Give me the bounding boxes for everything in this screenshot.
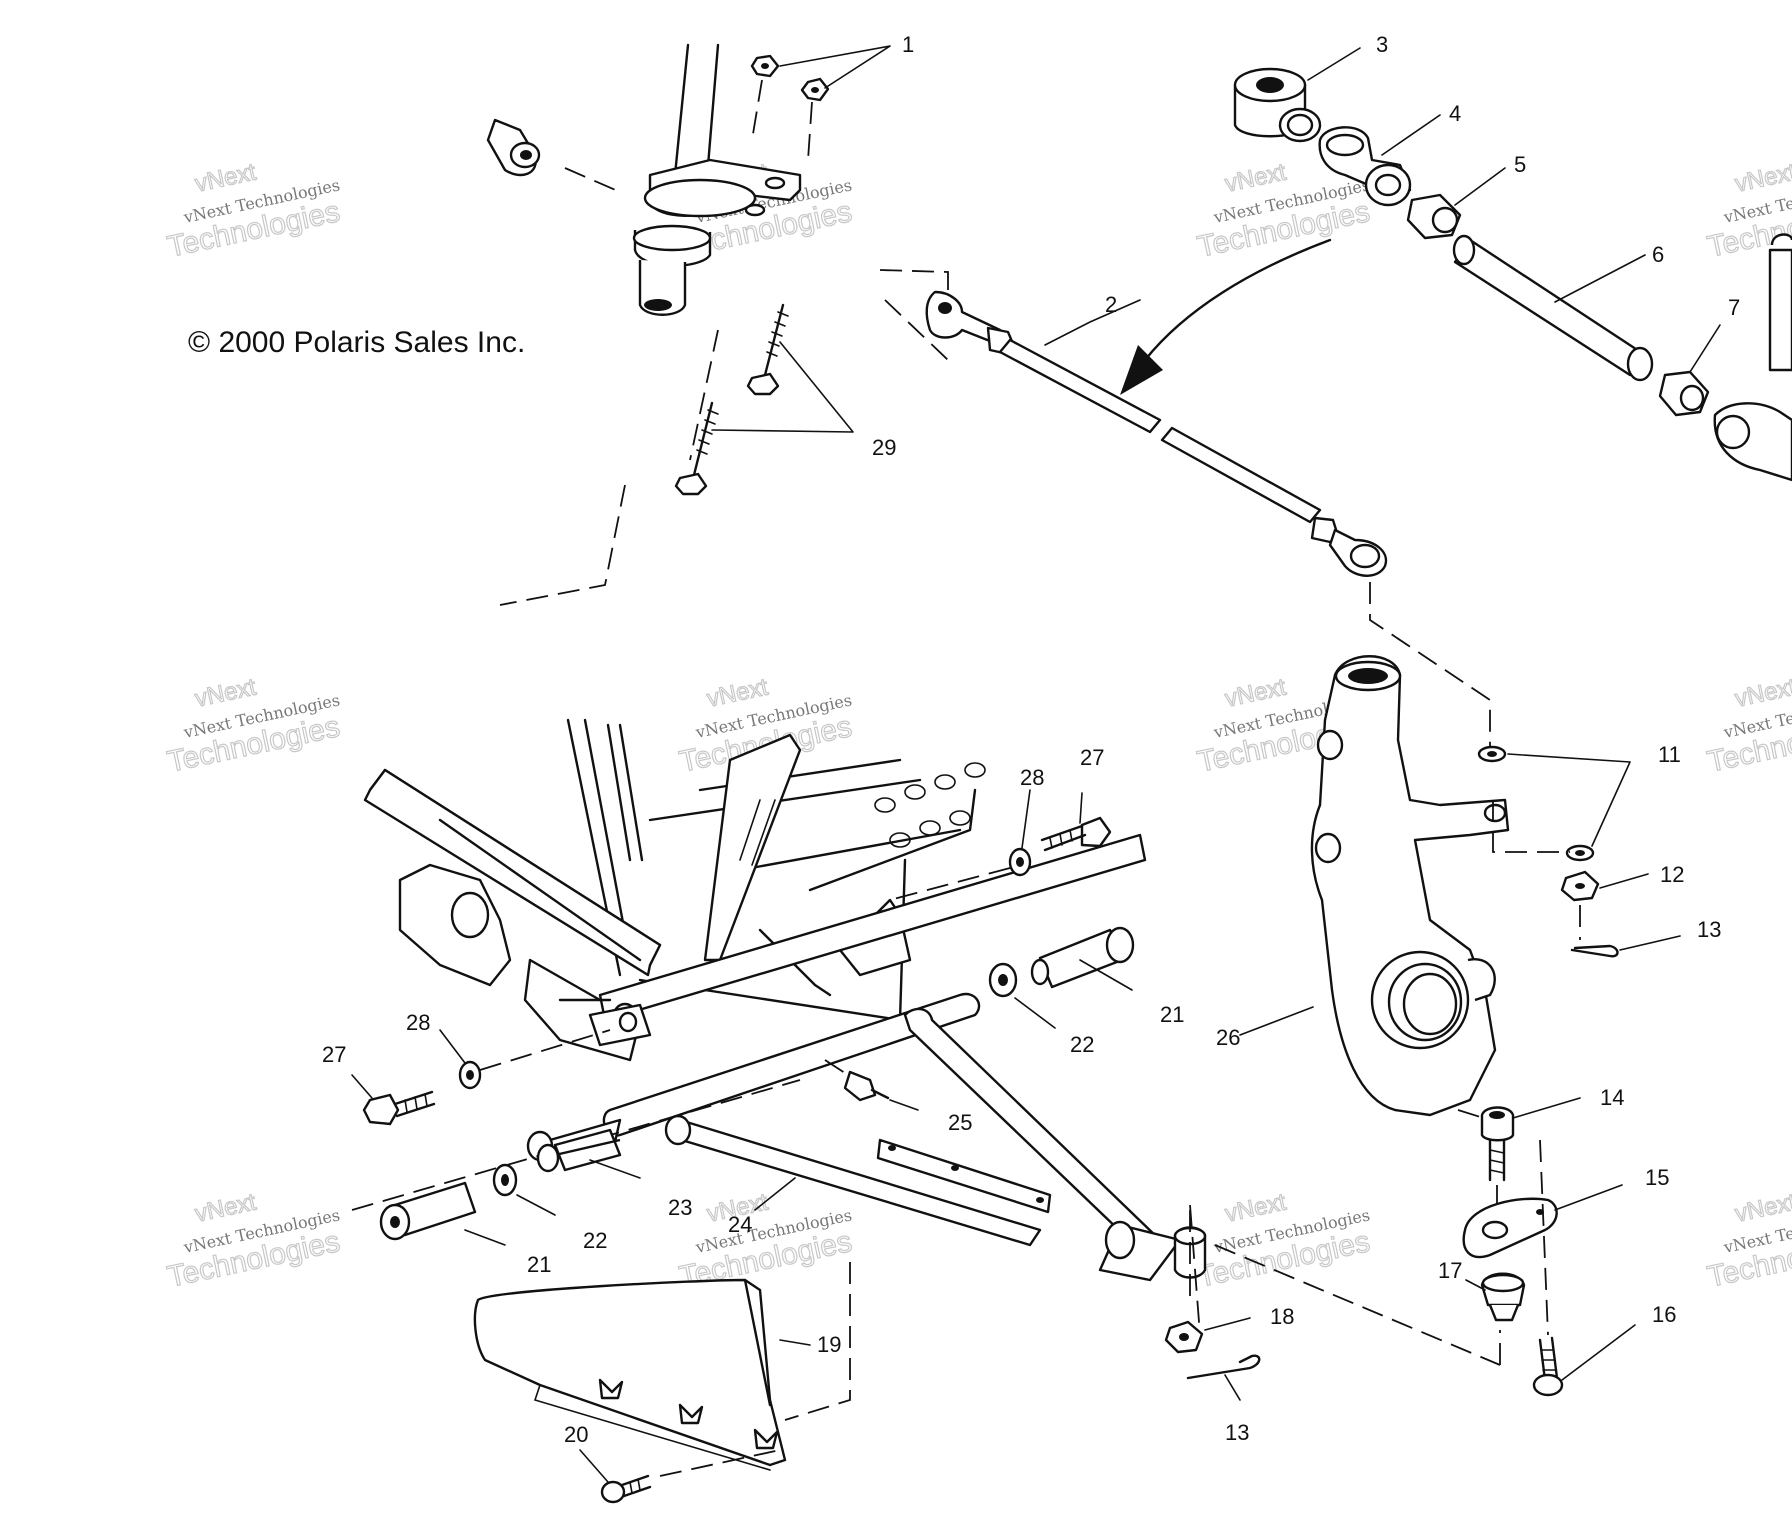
watermark: vNext vNext Technologies Technologies: [164, 673, 343, 779]
callout-labels: 1 2 3 4 5 6 7 11 12 13 13 14 15 16 17 18…: [322, 32, 1740, 1447]
jam-nut-item-7: [1658, 324, 1721, 417]
washers-item-11: [1477, 745, 1631, 862]
svg-text:vNext: vNext: [193, 159, 259, 198]
callout-2: 2: [1105, 292, 1117, 317]
bolt-item-20: [579, 1449, 781, 1504]
watermark: vNext vNext Technologies Technologies: [164, 158, 343, 264]
bushing-item-23: [536, 1128, 641, 1179]
washer-item-28-upper: [889, 789, 1032, 901]
tie-rod-item-2: [879, 269, 1491, 750]
callout-28-upper: 28: [1020, 765, 1044, 790]
callout-22-lower: 22: [583, 1228, 607, 1253]
nut-item-12: [1560, 870, 1649, 940]
skid-plate-item-19: [473, 1262, 851, 1471]
callout-25: 25: [948, 1110, 972, 1135]
cotter-pin-item-13-lower: [1186, 1354, 1261, 1401]
callout-21-upper: 21: [1160, 1002, 1184, 1027]
callout-4: 4: [1449, 101, 1461, 126]
direction-arrow: [1120, 238, 1332, 395]
bolts-item-29: [499, 303, 854, 606]
grease-fitting-item-25: [824, 1059, 919, 1111]
callout-18: 18: [1270, 1304, 1294, 1329]
callout-20: 20: [564, 1422, 588, 1447]
watermark: vNext vNext Technologies Technologies: [1704, 158, 1792, 264]
svg-text:vNext: vNext: [1733, 1189, 1792, 1228]
callout-29: 29: [872, 435, 896, 460]
callout-5: 5: [1514, 152, 1526, 177]
pivot-tube-item-21-upper: [1030, 926, 1135, 991]
watermark: vNext vNext Technologies Technologies: [164, 1188, 343, 1294]
callout-13-right: 13: [1697, 917, 1721, 942]
svg-text:vNext: vNext: [1223, 674, 1289, 713]
callout-12: 12: [1660, 862, 1684, 887]
bolt-item-16: [1532, 1324, 1636, 1397]
a-arm-item-24: [351, 992, 1501, 1366]
callout-19: 19: [817, 1332, 841, 1357]
washer-item-22-lower: [492, 1163, 556, 1216]
bolt-item-27-upper: [1040, 792, 1112, 852]
svg-text:vNext: vNext: [1223, 1189, 1289, 1228]
ball-joint-item-3: [1233, 47, 1361, 143]
svg-text:vNext: vNext: [193, 1189, 259, 1228]
callout-17: 17: [1438, 1258, 1462, 1283]
svg-text:vNext: vNext: [1223, 159, 1289, 198]
svg-text:vNext: vNext: [1733, 159, 1792, 198]
callout-27-upper: 27: [1080, 745, 1104, 770]
callout-1: 1: [902, 32, 914, 57]
callout-7: 7: [1728, 295, 1740, 320]
tie-rod-end-upper-left: [486, 118, 621, 193]
svg-text:vNext: vNext: [705, 674, 771, 713]
jam-nut-item-5: [1406, 167, 1506, 240]
steering-column: [632, 43, 802, 316]
spindle-item-26: [1239, 655, 1510, 1121]
svg-text:vNext: vNext: [1733, 674, 1792, 713]
vehicle-frame: [363, 718, 1147, 1062]
plate-item-15: [1462, 1139, 1623, 1336]
tie-rod-end-right: [1713, 233, 1792, 482]
callout-16: 16: [1652, 1302, 1676, 1327]
watermark: vNext vNext Technologies Technologies: [676, 1188, 855, 1294]
callout-6: 6: [1652, 242, 1664, 267]
callout-28-lower: 28: [406, 1010, 430, 1035]
callout-3: 3: [1376, 32, 1388, 57]
callout-21-lower: 21: [527, 1252, 551, 1277]
tie-rod-end-item-4: [1318, 114, 1441, 207]
callout-27-lower: 27: [322, 1042, 346, 1067]
svg-text:vNext: vNext: [193, 674, 259, 713]
watermark: vNext vNext Technologies Technologies: [1704, 1188, 1792, 1294]
callout-13-lower: 13: [1225, 1420, 1249, 1445]
callout-15: 15: [1645, 1165, 1669, 1190]
ball-joint-item-17: [1465, 1272, 1526, 1322]
callout-11: 11: [1658, 742, 1681, 767]
nut-item-18: [1164, 1317, 1251, 1354]
washer-item-22-upper: [988, 962, 1056, 1029]
callout-24: 24: [728, 1212, 752, 1237]
bolt-item-27-lower: [351, 1074, 436, 1126]
washer-item-28-lower: [439, 1029, 611, 1090]
nuts-item-1: [750, 45, 891, 161]
callout-14: 14: [1600, 1085, 1624, 1110]
watermark: vNext vNext Technologies Technologies: [1704, 673, 1792, 779]
pivot-tube-item-21-lower: [379, 1181, 506, 1246]
watermark: vNext vNext Technologies Technologies: [1194, 1188, 1373, 1294]
cotter-pin-item-13-right: [1570, 935, 1681, 958]
copyright-notice: © 2000 Polaris Sales Inc.: [188, 326, 525, 359]
callout-23: 23: [668, 1195, 692, 1220]
callout-22-upper: 22: [1070, 1032, 1094, 1057]
adjuster-sleeve-item-6: [1452, 234, 1654, 382]
callout-26: 26: [1216, 1025, 1240, 1050]
